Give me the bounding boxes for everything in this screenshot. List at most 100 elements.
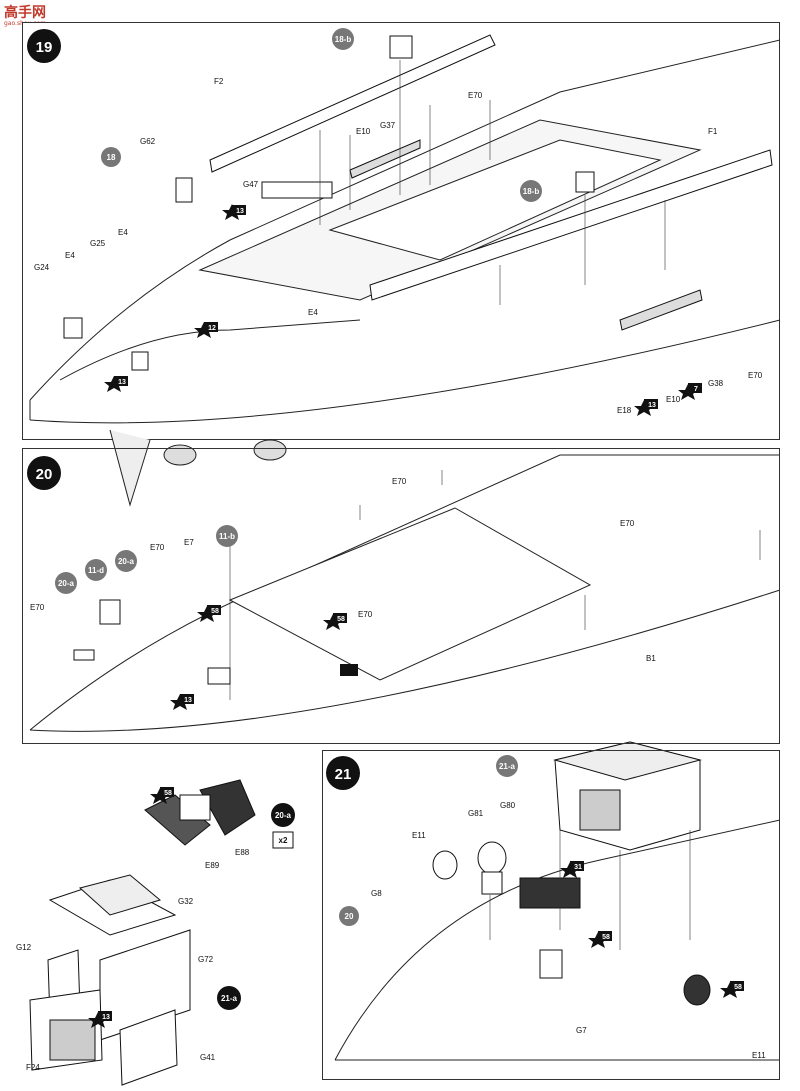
label-e18: E18 [617, 406, 632, 415]
svg-text:13: 13 [648, 402, 656, 409]
star-58-d: 58 [588, 931, 612, 948]
label-e70-p20-b: E70 [620, 519, 635, 528]
star-12: 12 [194, 322, 218, 338]
svg-text:58: 58 [211, 608, 219, 615]
part-18b-top [389, 35, 413, 59]
svg-text:12: 12 [208, 325, 216, 332]
step-21-panel [322, 750, 780, 1080]
badge-11d: 11-d [85, 559, 107, 581]
svg-text:20: 20 [345, 912, 354, 921]
badge-11b: 11-b [216, 525, 238, 547]
svg-text:58: 58 [337, 616, 345, 623]
label-g8: G8 [371, 889, 382, 898]
star-31: 31 [560, 861, 584, 878]
part-g25 [131, 351, 149, 371]
badge-20: 20 [339, 906, 359, 926]
part-g62 [175, 177, 193, 203]
part-g24 [63, 317, 83, 339]
svg-text:31: 31 [574, 864, 582, 871]
svg-text:7: 7 [694, 386, 698, 393]
label-g81: G81 [468, 809, 484, 818]
label-f2: F2 [214, 77, 224, 86]
guide-lines-21 [489, 830, 691, 950]
svg-text:20-a: 20-a [118, 557, 135, 566]
hull-deck-19 [29, 39, 781, 507]
svg-text:20-a: 20-a [58, 579, 75, 588]
superstructure-21a [553, 741, 702, 851]
multiplier-box: x2 [272, 831, 294, 849]
winch-assembly-g80 [519, 877, 581, 909]
label-e11-a: E11 [412, 831, 426, 840]
label-g24: G24 [34, 263, 50, 272]
star-13-b: 13 [104, 376, 128, 392]
part-e70-black [340, 664, 358, 676]
part-18b-right [575, 171, 595, 193]
svg-text:11-b: 11-b [219, 532, 235, 541]
star-13-c: 13 [634, 399, 658, 416]
step-21a-badge: 21-a [217, 986, 241, 1010]
label-e70-p20-a: E70 [392, 477, 407, 486]
step-20a-assembly [144, 779, 256, 846]
part-g47 [261, 181, 333, 199]
part-g7 [539, 949, 563, 979]
label-e70-p20-d: E70 [30, 603, 45, 612]
label-e4-b: E4 [65, 251, 75, 260]
step-19-number: 19 [36, 39, 53, 56]
star-58-c: 58 [150, 787, 174, 804]
svg-text:21-a: 21-a [499, 762, 516, 771]
label-g12: G12 [16, 943, 32, 952]
guide-lines-19 [319, 60, 666, 305]
star-58-e: 58 [720, 981, 744, 998]
badge-18b-b: 18-b [520, 180, 542, 202]
part-g81 [477, 841, 507, 895]
label-e88: E88 [235, 848, 250, 857]
step-21-badge: 21 [326, 756, 360, 790]
badge-20a-mid: 20-a [115, 550, 137, 572]
svg-text:18-b: 18-b [335, 35, 352, 44]
svg-text:18-b: 18-b [523, 187, 540, 196]
label-e4-a: E4 [118, 228, 128, 237]
star-13-d: 13 [170, 694, 194, 710]
star-58-a: 58 [197, 605, 221, 622]
label-e70-a: E70 [468, 91, 483, 100]
step-20-panel [22, 448, 780, 744]
label-g41: G41 [200, 1053, 216, 1062]
label-g25: G25 [90, 239, 106, 248]
badge-18: 18 [101, 147, 121, 167]
label-e70-b: E70 [748, 371, 763, 380]
label-e10-b: E10 [666, 395, 681, 404]
svg-text:21-a: 21-a [221, 994, 238, 1003]
svg-text:13: 13 [118, 379, 126, 386]
hull-deck-20 [29, 454, 781, 732]
part-11d [99, 599, 121, 625]
label-e4-c: E4 [308, 308, 318, 317]
label-g7: G7 [576, 1026, 587, 1035]
part-f1-bulwark [369, 149, 773, 301]
label-g32: G32 [178, 897, 194, 906]
part-e11-left [432, 850, 458, 880]
badge-20a-left: 20-a [55, 572, 77, 594]
step-21-number: 21 [335, 766, 352, 783]
part-g37 [349, 139, 421, 179]
part-g38 [619, 289, 703, 331]
label-g37: G37 [380, 121, 396, 130]
label-g72: G72 [198, 955, 214, 964]
label-g38: G38 [708, 379, 724, 388]
label-e10-a: E10 [356, 127, 371, 136]
step-20a-badge: 20-a [271, 803, 295, 827]
badge-21a: 21-a [496, 755, 518, 777]
svg-text:58: 58 [164, 790, 172, 797]
svg-text:58: 58 [734, 984, 742, 991]
part-20a [73, 649, 95, 661]
label-g62: G62 [140, 137, 156, 146]
svg-text:58: 58 [602, 934, 610, 941]
step-20-badge: 20 [27, 456, 61, 490]
label-e70-p20-c: E70 [150, 543, 165, 552]
svg-text:18: 18 [107, 153, 116, 162]
svg-text:x2: x2 [279, 836, 288, 845]
part-11b [207, 667, 231, 685]
star-7: 7 [678, 383, 702, 400]
star-13-a: 13 [222, 204, 246, 220]
svg-text:20-a: 20-a [275, 811, 292, 820]
